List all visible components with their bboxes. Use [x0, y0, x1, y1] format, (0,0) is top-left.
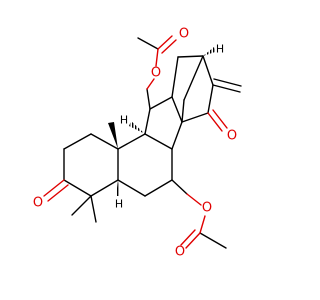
gem-dimethyl: [71, 195, 97, 223]
angular-methyl-wedge: [108, 122, 118, 149]
c5-hash-bond: [116, 180, 120, 196]
molecule-canvas: O H H O O: [33, 27, 242, 260]
acetoxy-c11-ester-oxygen: O: [151, 66, 161, 81]
exo-methylene: [212, 78, 242, 93]
skeletal-formula: O H H O O: [33, 27, 242, 260]
ring-b: [117, 133, 173, 197]
acetoxy-c7-carbonyl-oxygen: O: [175, 245, 185, 260]
c9-hydrogen: H: [120, 114, 128, 127]
acetoxy-c11: O O: [137, 27, 189, 110]
acetoxy-c7: O O: [171, 179, 227, 260]
acetoxy-c11-carbonyl-oxygen: O: [179, 27, 189, 42]
ring-a: [63, 133, 119, 197]
c5-hydrogen: H: [115, 198, 123, 211]
bicyclo-octane: [144, 55, 214, 150]
acetoxy-c7-ester-oxygen: O: [202, 201, 212, 216]
ketone-a: O: [33, 179, 69, 211]
ketone-d: O: [207, 109, 237, 144]
ketone-d-oxygen: O: [227, 129, 237, 144]
ketone-a-oxygen: O: [33, 196, 43, 211]
bridgehead-hydrogen: H: [216, 43, 224, 56]
bridgehead-hash-bond: [203, 47, 215, 56]
c9-hash-bond: [129, 121, 145, 134]
